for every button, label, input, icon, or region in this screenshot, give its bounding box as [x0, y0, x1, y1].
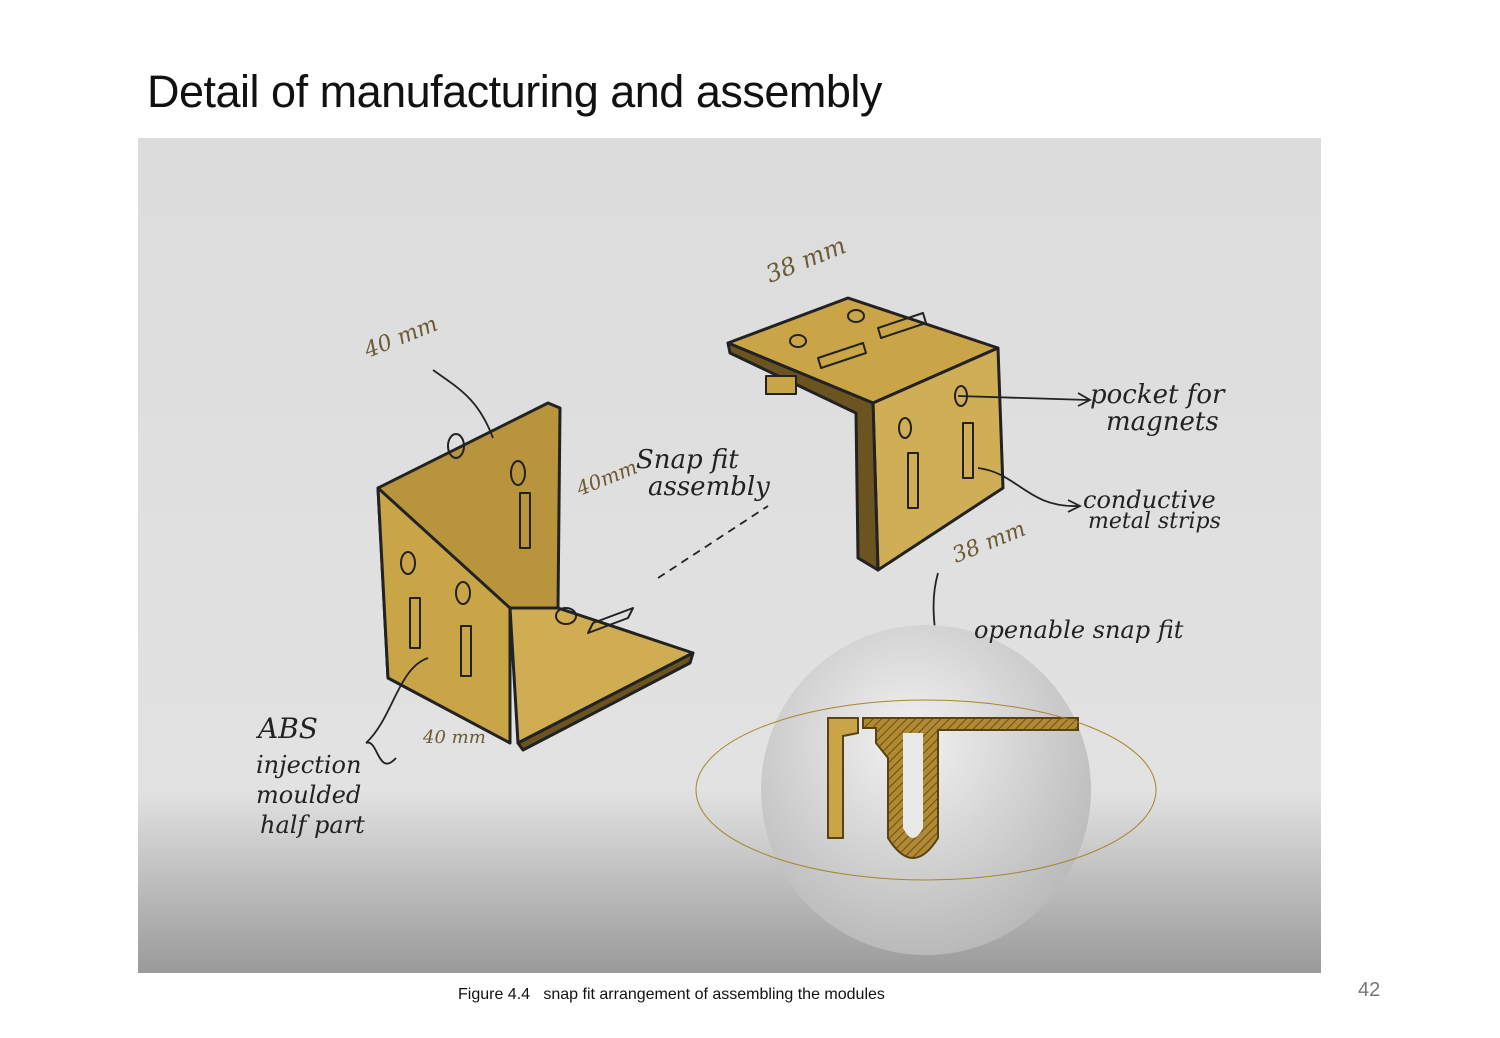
svg-text:Snap fit: Snap fit	[636, 445, 739, 475]
svg-text:assembly: assembly	[648, 472, 770, 502]
svg-text:40 mm: 40 mm	[422, 727, 486, 748]
svg-text:metal strips: metal strips	[1088, 509, 1221, 534]
svg-text:ABS: ABS	[255, 712, 318, 745]
sketch-figure: 40 mm 40mm 40 mm 38 mm 38 mm Snap fit as…	[138, 138, 1321, 973]
svg-text:pocket for: pocket for	[1090, 380, 1226, 410]
svg-text:magnets: magnets	[1106, 407, 1219, 437]
svg-text:openable snap fit: openable snap fit	[974, 616, 1184, 644]
svg-text:half part: half part	[260, 811, 365, 839]
right-bracket-drawing	[726, 296, 1005, 572]
page-number: 42	[1358, 979, 1381, 1001]
snap-fit-detail-drawing	[695, 625, 1157, 955]
left-bracket-drawing	[376, 401, 695, 752]
page-title: Detail of manufacturing and assembly	[147, 66, 882, 117]
svg-text:injection: injection	[256, 751, 361, 779]
svg-text:conductive: conductive	[1083, 486, 1216, 514]
figure-background	[138, 138, 1321, 973]
svg-text:moulded: moulded	[256, 781, 361, 809]
figure-caption: Figure 4.4 snap fit arrangement of assem…	[458, 986, 885, 1003]
